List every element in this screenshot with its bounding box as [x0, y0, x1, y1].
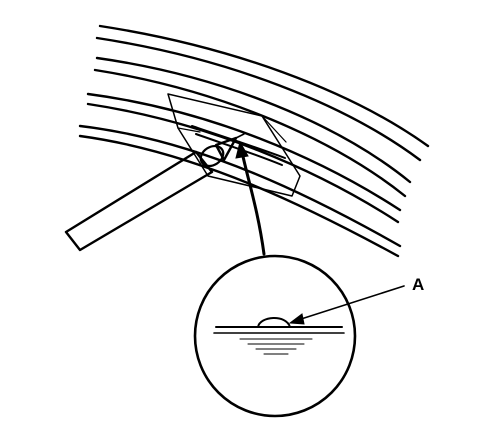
- trim-band-line: [98, 24, 430, 148]
- applicator-tool: [64, 133, 245, 252]
- detail-magnifier: [193, 254, 357, 418]
- tape-patch: [167, 93, 301, 197]
- trim-band-line: [95, 56, 412, 184]
- detail-leader-arrow: [235, 140, 266, 256]
- trim-band-line: [95, 36, 422, 162]
- trim-band-line: [86, 102, 400, 224]
- tape-patch-edge: [177, 115, 287, 143]
- leader-line: [240, 150, 266, 256]
- tape-patch-outline: [167, 93, 301, 197]
- leader-arrowhead: [235, 140, 249, 159]
- tool-body: [64, 150, 214, 252]
- trim-band-line: [93, 68, 407, 198]
- callout-a: A: [288, 275, 424, 325]
- callout-a-leader: [297, 285, 405, 321]
- curved-trim-bands: [78, 24, 430, 258]
- detail-circle: [193, 254, 357, 418]
- crack-line: [195, 133, 283, 166]
- tool-tip-point: [235, 133, 245, 139]
- callout-a-arrowhead: [288, 313, 305, 325]
- callout-a-label: A: [412, 275, 424, 294]
- trim-band-line: [86, 92, 402, 212]
- tool-collar: [199, 144, 225, 168]
- adhesive-bead: [257, 317, 291, 328]
- tool-tip: [214, 136, 238, 162]
- detail-hatching: [239, 338, 313, 355]
- trim-band-line: [78, 124, 402, 248]
